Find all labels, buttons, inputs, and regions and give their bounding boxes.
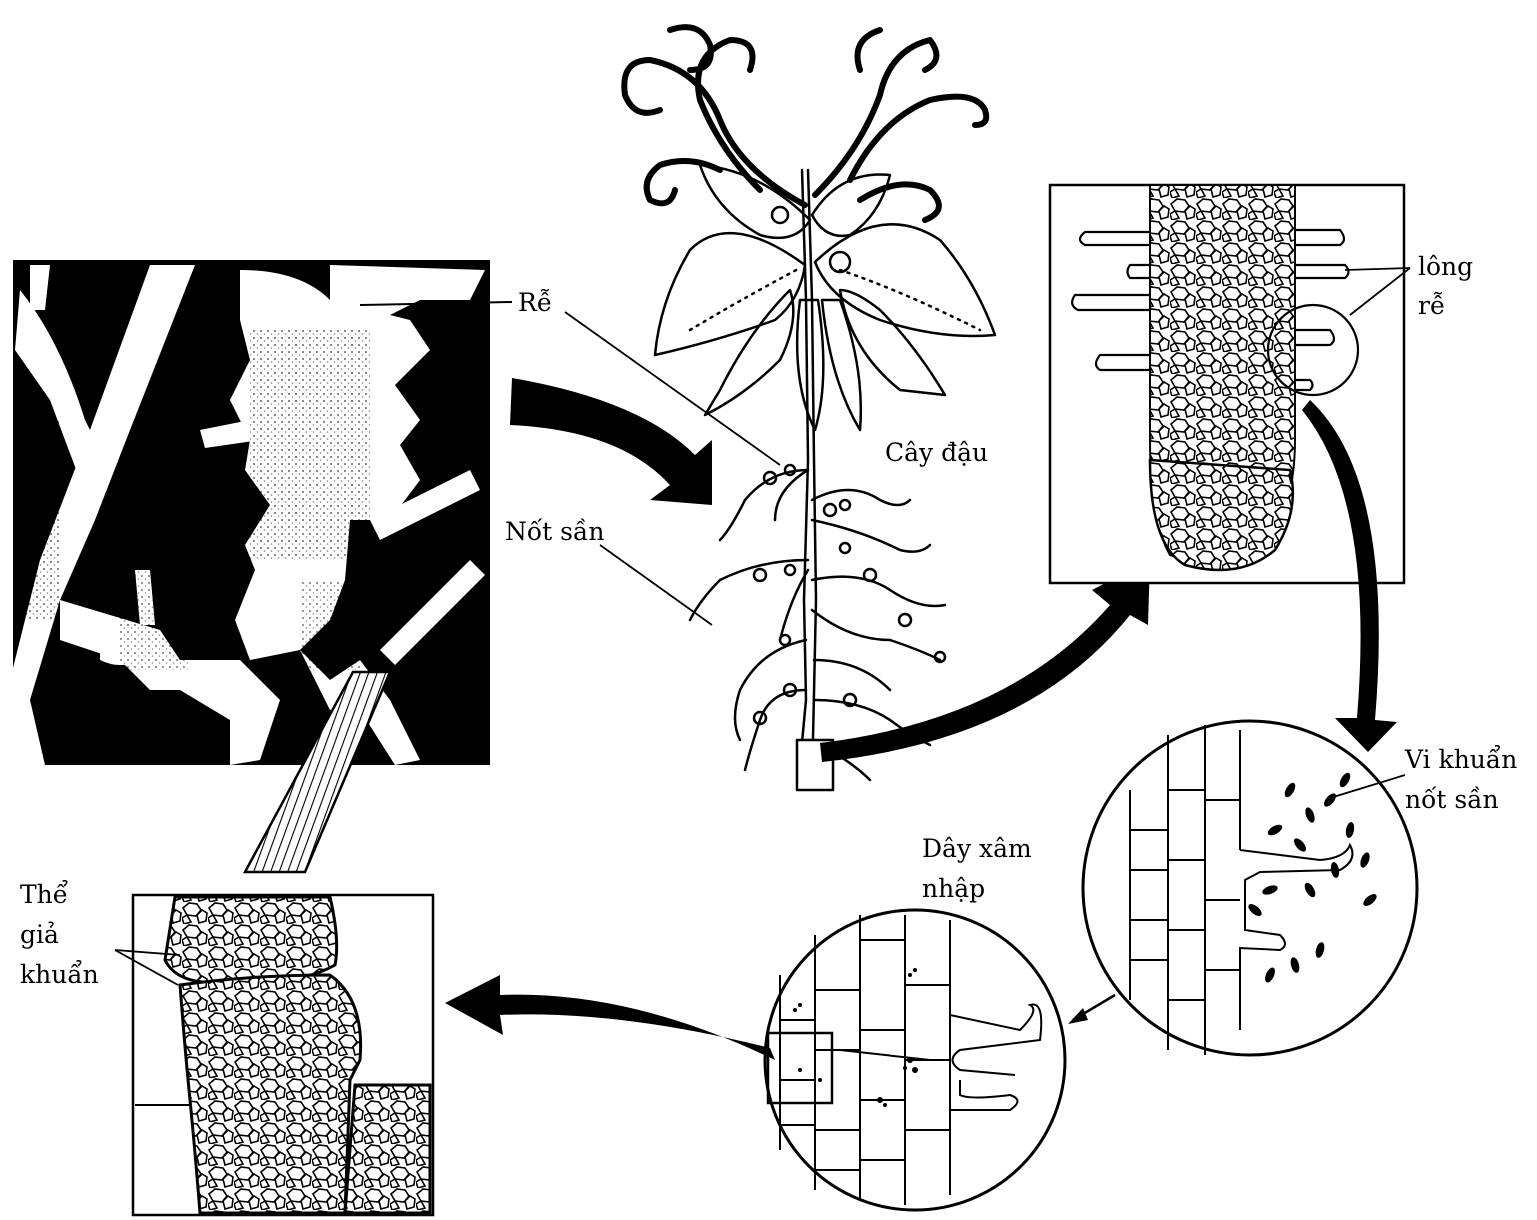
bacteria-label-line2: nốt sần	[1405, 783, 1499, 816]
infection-thread-circle	[765, 910, 1065, 1210]
infection-label-line2: nhập	[922, 872, 985, 905]
root-nodule-photo-panel	[10, 260, 512, 872]
root-hair-label-line2: rễ	[1418, 289, 1445, 322]
arrow-photo-to-plant	[510, 378, 712, 505]
bacteria-label-line1: Vi khuẩn	[1405, 743, 1517, 776]
bean-plant-illustration	[624, 27, 995, 790]
bacteroid-label-line3: khuẩn	[20, 958, 99, 991]
root-label: Rễ	[518, 286, 552, 319]
arrow-infection-to-bacteroid	[445, 975, 775, 1060]
bacteria-infection-circle	[1083, 721, 1417, 1055]
arrow-plant-to-root-tip	[820, 560, 1150, 762]
nodule-label: Nốt sần	[505, 515, 604, 548]
bacteroid-label-line1: Thể	[20, 878, 68, 911]
infection-label-line1: Dây xâm	[922, 832, 1032, 865]
root-hair-label-line1: lông	[1418, 250, 1473, 283]
plant-label: Cây đậu	[885, 436, 988, 469]
bacteroid-label-line2: giả	[20, 918, 59, 951]
bacteroid-panel	[115, 895, 433, 1215]
